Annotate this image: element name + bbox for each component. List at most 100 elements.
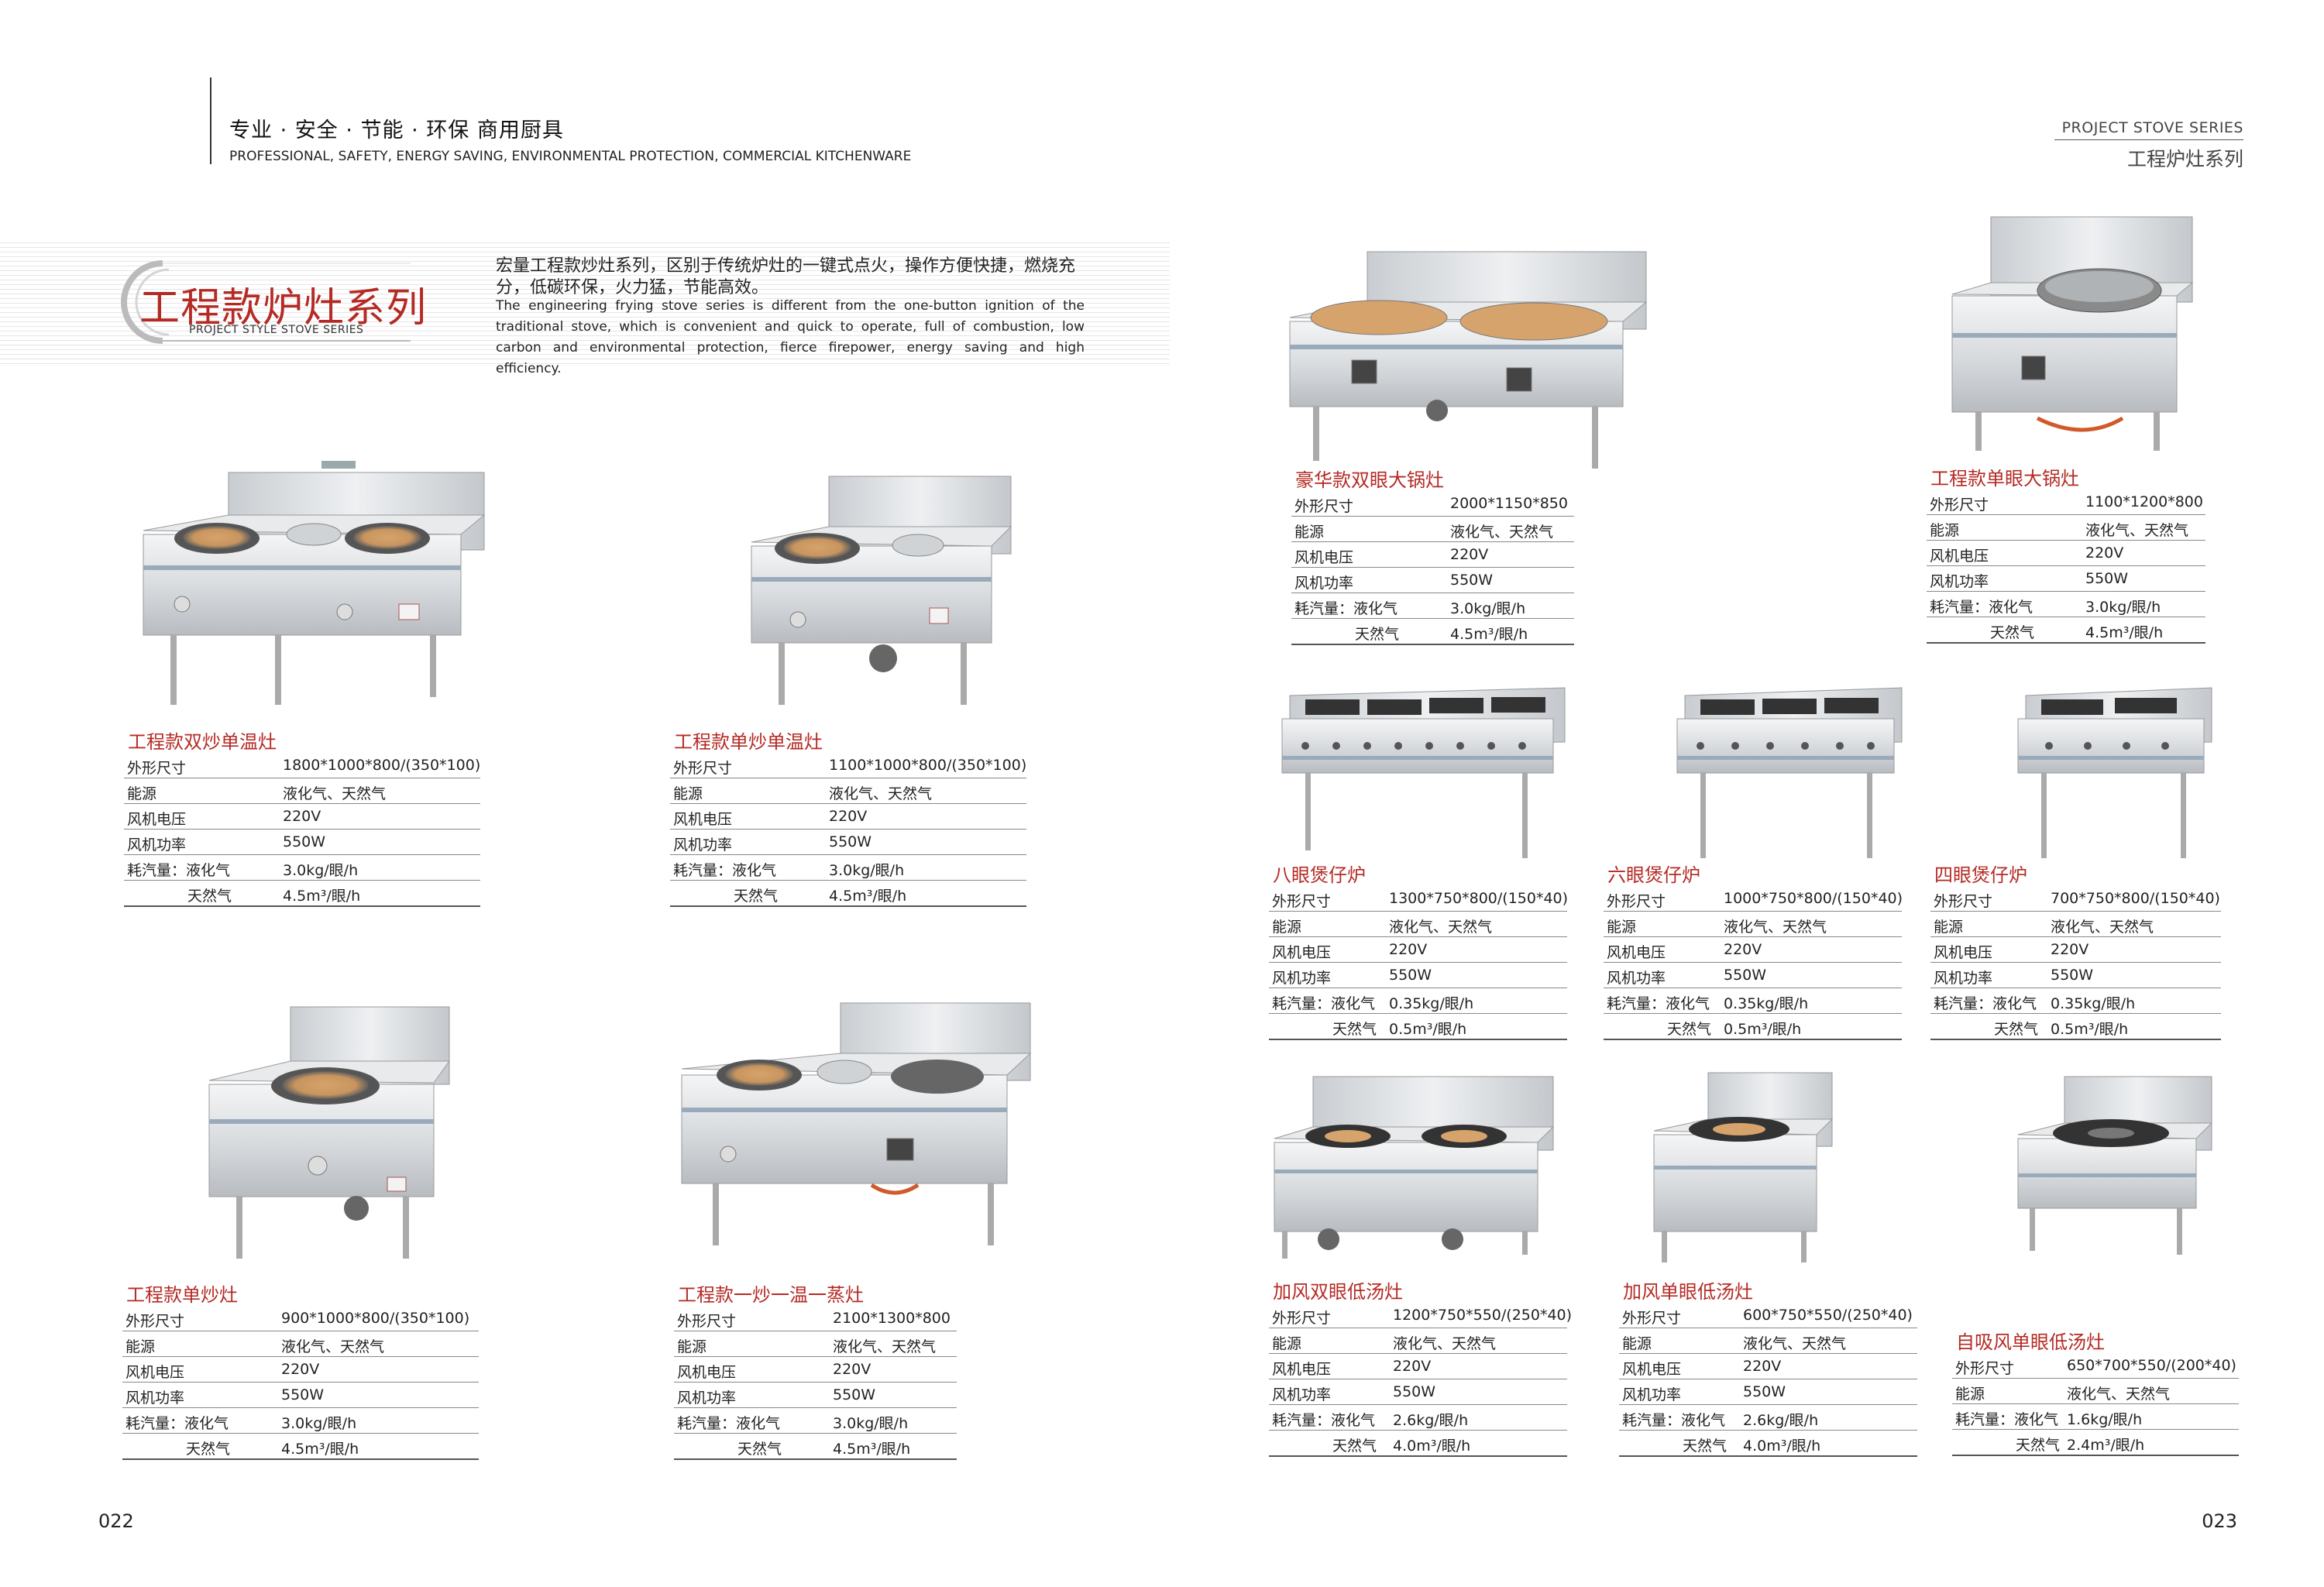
product-image-single-wok-warmer-stove <box>751 476 1012 705</box>
spec-value: 液化气、天然气 <box>829 785 933 802</box>
spec-value: 液化气、天然气 <box>281 1338 385 1355</box>
spec-label: 天然气 <box>1994 1021 2039 1038</box>
spec-value: 220V <box>1743 1358 1782 1375</box>
spec-label: 外形尺寸 <box>1930 496 1989 514</box>
product-title: 工程款一炒一温一蒸灶 <box>678 1284 864 1306</box>
product-image-double-wok-stove <box>143 461 486 705</box>
spec-value: 液化气、天然气 <box>283 785 387 802</box>
spec-label: 能源 <box>1272 919 1302 936</box>
spec-value: 2100*1300*800 <box>833 1310 951 1327</box>
spec-value: 220V <box>2051 941 2089 958</box>
spec-row: 风机功率 550W <box>122 1383 479 1408</box>
spec-value: 1200*750*550/(250*40) <box>1393 1307 1573 1324</box>
spec-value: 液化气、天然气 <box>1393 1335 1497 1352</box>
spec-row: 能源液化气、天然气 <box>670 778 1026 804</box>
spec-value: 550W <box>1450 572 1494 589</box>
spec-value: 0.35kg/眼/h <box>1389 995 1474 1012</box>
spec-label: 风机电压 <box>125 1364 185 1381</box>
spec-row: 外形尺寸 1800*1000*800/(350*100) <box>124 753 480 778</box>
spec-row: 能源液化气、天然气 <box>1269 912 1567 937</box>
spec-label: 天然气 <box>1332 1021 1377 1038</box>
spec-label: 天然气 <box>1990 624 2035 641</box>
product-title: 工程款单炒单温灶 <box>674 731 823 753</box>
spec-value: 0.5m³/眼/h <box>1724 1021 1802 1038</box>
spec-row: 能源液化气、天然气 <box>1952 1379 2239 1404</box>
tagline-en: PROFESSIONAL, SAFETY, ENERGY SAVING, ENV… <box>229 149 912 164</box>
spec-label: 耗汽量：液化气 <box>127 862 231 879</box>
spec-value: 3.0kg/眼/h <box>281 1415 357 1432</box>
spec-label: 风机功率 <box>677 1389 737 1407</box>
spec-value: 1800*1000*800/(350*100) <box>283 757 481 774</box>
spec-label: 外形尺寸 <box>127 760 187 777</box>
spec-value: 550W <box>833 1386 876 1403</box>
spec-value: 液化气、天然气 <box>1743 1335 1847 1352</box>
spec-value: 液化气、天然气 <box>1450 524 1554 541</box>
spec-value: 0.35kg/眼/h <box>1724 995 1809 1012</box>
intro-banner <box>0 240 1170 364</box>
spec-value: 550W <box>1389 967 1432 984</box>
spec-label: 外形尺寸 <box>1934 893 1993 910</box>
spec-row: 能源液化气、天然气 <box>122 1331 479 1357</box>
series-title-cn: 工程炉灶系列 <box>2126 148 2243 170</box>
spec-label: 外形尺寸 <box>1607 893 1666 910</box>
spec-label: 风机功率 <box>1930 573 1989 590</box>
spec-value: 550W <box>829 833 872 850</box>
spec-row: 能源液化气、天然气 <box>1269 1328 1567 1354</box>
product-image-double-low-soup-stove <box>1274 1076 1555 1259</box>
intro-text-en: The engineering frying stove series is d… <box>496 298 1085 376</box>
spec-value: 220V <box>1450 546 1489 563</box>
spec-label: 耗汽量：液化气 <box>1622 1412 1726 1429</box>
spec-value: 2.6kg/眼/h <box>1743 1412 1819 1429</box>
spec-value: 液化气、天然气 <box>833 1338 937 1355</box>
spec-label: 风机电压 <box>1272 1361 1332 1378</box>
spec-label: 风机功率 <box>125 1389 185 1407</box>
product-title: 豪华款双眼大锅灶 <box>1295 469 1444 491</box>
spec-value: 4.5m³/眼/h <box>829 888 907 905</box>
spec-label: 能源 <box>127 785 157 802</box>
spec-label: 耗汽量：液化气 <box>673 862 777 879</box>
spec-label: 风机功率 <box>1622 1386 1682 1403</box>
spec-value: 1.6kg/眼/h <box>2067 1411 2143 1428</box>
spec-row: 能源液化气、天然气 <box>1927 515 2205 541</box>
spec-value: 550W <box>1393 1383 1436 1400</box>
spec-row: 能源液化气、天然气 <box>1619 1328 1917 1354</box>
spec-label: 外形尺寸 <box>677 1313 737 1330</box>
spec-label: 风机功率 <box>1607 970 1666 987</box>
spec-value: 600*750*550/(250*40) <box>1743 1307 1913 1324</box>
spec-value: 3.0kg/眼/h <box>833 1415 909 1432</box>
spec-value: 550W <box>281 1386 325 1403</box>
spec-label: 风机电压 <box>1294 549 1354 566</box>
spec-value: 4.5m³/眼/h <box>1450 626 1528 643</box>
spec-label: 外形尺寸 <box>1272 893 1332 910</box>
